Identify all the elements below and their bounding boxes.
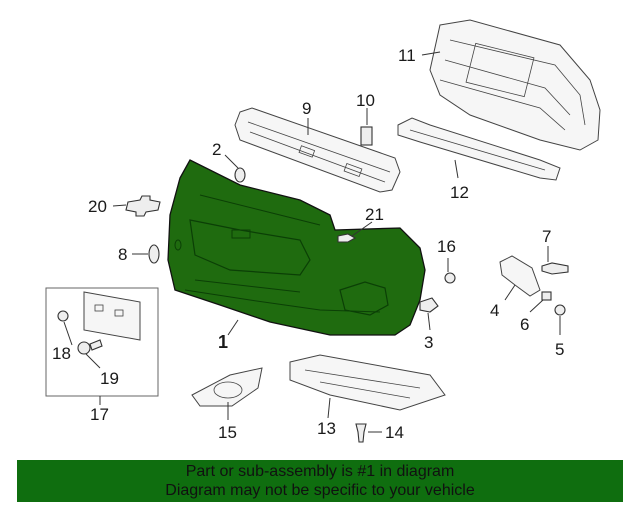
push-clip-part-2[interactable] [234,167,246,183]
bolt-part-7[interactable] [541,262,569,275]
callout-labels: 1 2 3 4 5 6 7 8 9 10 11 12 13 14 15 16 1… [52,46,564,442]
clip-part-3[interactable] [419,297,439,313]
notice-line-1: Part or sub-assembly is #1 in diagram [185,463,455,480]
rivet-part-5[interactable] [554,304,566,316]
callout-3: 3 [424,333,433,352]
callout-10: 10 [356,91,375,110]
bumper-cover-part[interactable] [167,159,426,336]
screw-part-19[interactable] [77,339,103,355]
callout-17: 17 [90,405,109,424]
callout-11: 11 [398,46,416,65]
license-bracket-part[interactable] [83,291,141,341]
parts-diagram: 1 2 3 4 5 6 7 8 9 10 11 12 13 14 15 16 1… [45,19,601,443]
fastener-part-16[interactable] [444,272,456,284]
callout-7: 7 [542,227,551,246]
screw-part-21[interactable] [337,233,357,243]
callout-8: 8 [118,245,127,264]
callout-5: 5 [555,340,564,359]
screw-part-18[interactable] [57,310,69,322]
lower-reinforcement-part[interactable] [397,117,561,181]
leader-lines [63,51,561,433]
callout-16: 16 [437,237,456,256]
callout-18: 18 [52,344,71,363]
callout-20: 20 [88,197,107,216]
callout-6: 6 [520,315,529,334]
nut-part-6[interactable] [541,291,552,301]
callout-14: 14 [385,423,404,442]
callout-9: 9 [302,99,311,118]
side-bracket-part-4[interactable] [499,255,541,297]
fog-bezel-part[interactable] [191,367,263,407]
callout-1: 1 [218,332,228,352]
notice-banner: Part or sub-assembly is #1 in diagram Di… [17,460,623,502]
callout-13: 13 [317,419,336,438]
license-bracket-kit-box [45,287,159,397]
callout-21: 21 [365,205,384,224]
callout-19: 19 [100,369,119,388]
notice-line-2: Diagram may not be specific to your vehi… [165,482,475,499]
callout-2: 2 [212,140,221,159]
callout-4: 4 [490,301,499,320]
splash-shield-part[interactable] [289,354,446,411]
callout-15: 15 [218,423,237,442]
push-pin-part-14[interactable] [355,423,367,443]
grommet-part-8[interactable] [148,244,160,264]
impact-bar-part[interactable] [234,107,401,193]
radiator-support-part[interactable] [429,19,601,151]
callout-12: 12 [450,183,469,202]
bracket-part-10[interactable] [360,126,373,146]
emblem-part-20[interactable] [125,195,161,217]
